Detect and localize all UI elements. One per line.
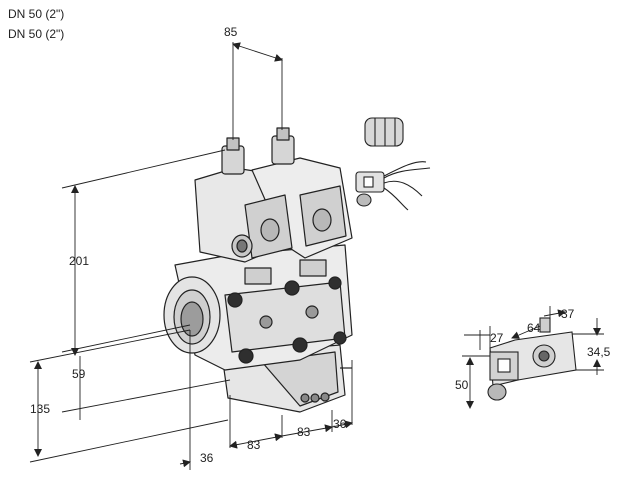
dimension-lines [29, 42, 604, 470]
dim-module-50: 50 [455, 378, 469, 392]
dim-module-345: 34,5 [587, 345, 611, 359]
dim-201: 201 [69, 254, 89, 268]
dim-85: 85 [224, 25, 238, 39]
cable-gland [364, 117, 404, 147]
dim-bottom-36-left: 36 [200, 451, 214, 465]
dim-135: 135 [30, 402, 50, 416]
dim-bottom-36-right: 36 [333, 417, 347, 431]
plug-connector [355, 161, 431, 211]
valve-assembly [163, 127, 353, 413]
side-module [487, 317, 577, 401]
dim-module-37: 37 [561, 307, 575, 321]
dim-bottom-83-b: 83 [297, 425, 311, 439]
heading-line-1: DN 50 (2") [8, 7, 65, 21]
dim-59: 59 [72, 367, 86, 381]
dim-bottom-83-a: 83 [247, 438, 261, 452]
dim-module-64: 64 [527, 321, 541, 335]
dim-module-27: 27 [490, 331, 504, 345]
heading-line-2: DN 50 (2") [8, 27, 65, 41]
